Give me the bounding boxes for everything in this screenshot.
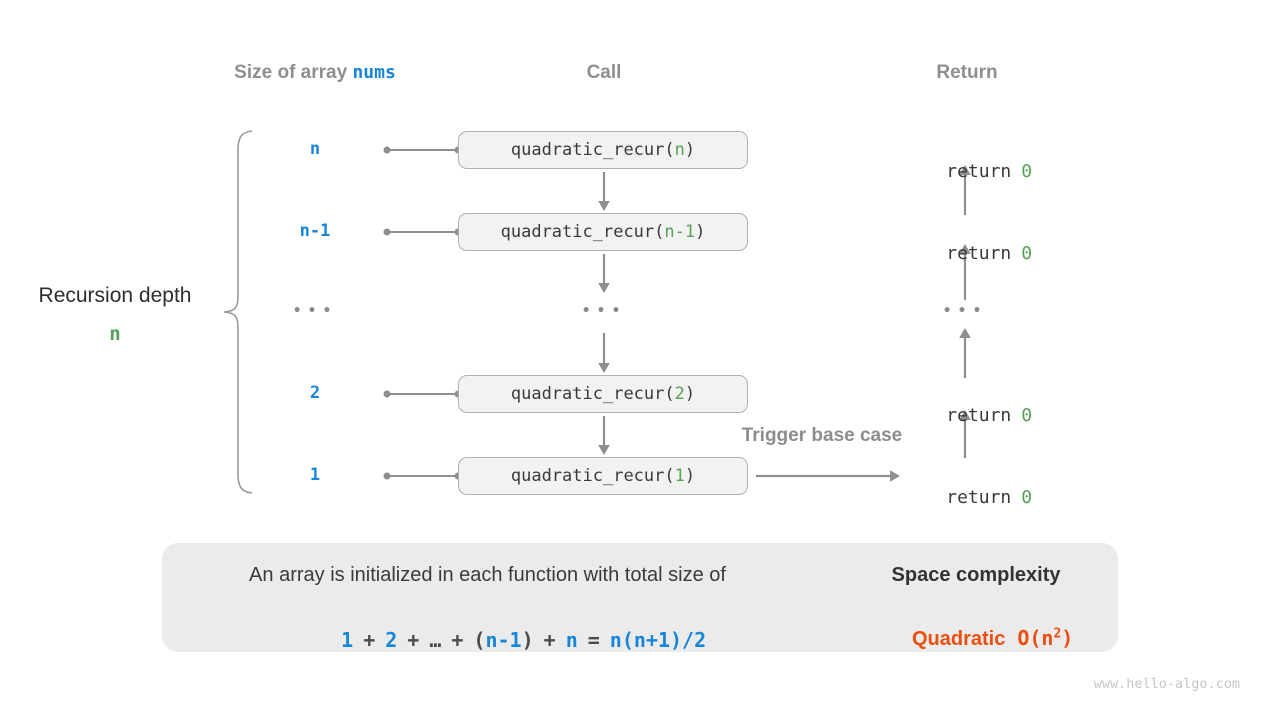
return-keyword: return — [946, 161, 1012, 182]
call-down-arrow-1 — [598, 172, 610, 211]
formula-ellipsis: … — [429, 628, 442, 652]
return-up-arrow-3 — [959, 328, 971, 378]
formula-term: n — [565, 628, 578, 652]
return-statement: return 0 — [880, 140, 1055, 203]
trigger-base-case-label: Trigger base case — [741, 425, 903, 446]
call-down-arrow-4 — [598, 416, 610, 455]
call-box-n-1: quadratic_recur(n-1) — [458, 213, 748, 251]
call-fn-suffix: ) — [684, 140, 696, 160]
call-fn-prefix: quadratic_recur( — [510, 466, 675, 486]
size-label-2: 2 — [309, 383, 321, 403]
space-complexity-value: Quadratic O(n2) — [856, 603, 1096, 674]
connector-row-n-1 — [383, 228, 462, 236]
return-value: 0 — [1021, 487, 1033, 508]
connector-row-1 — [383, 472, 462, 480]
return-statement: return 0 — [880, 384, 1055, 447]
big-o-notation: O(n2) — [1017, 626, 1074, 650]
summary-description: An array is initialized in each function… — [249, 564, 726, 586]
call-fn-suffix: ) — [695, 222, 706, 242]
size-label-1: 1 — [309, 465, 321, 485]
return-value: 0 — [1021, 243, 1033, 264]
base-case-arrow — [756, 470, 900, 482]
return-value: 0 — [1021, 405, 1033, 426]
recursion-depth-label: Recursion depth — [38, 284, 192, 307]
header-call: Call — [586, 62, 622, 83]
call-down-arrow-2 — [598, 254, 610, 293]
formula-equals: = — [587, 628, 600, 652]
return-statement: return 0 — [880, 222, 1055, 285]
return-keyword: return — [946, 487, 1012, 508]
call-arg: n-1 — [664, 222, 696, 242]
call-arg: n — [674, 140, 685, 160]
size-label-n-1: n-1 — [299, 221, 331, 241]
call-fn-prefix: quadratic_recur( — [500, 222, 665, 242]
formula-operator: + — [451, 628, 464, 652]
formula-paren: ) — [521, 628, 534, 652]
summary-panel: An array is initialized in each function… — [162, 543, 1118, 652]
complexity-name: Quadratic — [911, 628, 1006, 650]
formula-paren: ( — [473, 628, 486, 652]
big-o-exponent: 2 — [1053, 626, 1062, 642]
formula-operator: + — [363, 628, 376, 652]
call-box-1: quadratic_recur(1) — [458, 457, 748, 495]
return-ellipsis: ••• — [942, 303, 988, 319]
header-nums-code: nums — [352, 62, 396, 83]
call-down-arrow-3 — [598, 333, 610, 373]
call-fn-suffix: ) — [684, 384, 696, 404]
return-value: 0 — [1021, 161, 1033, 182]
return-keyword: return — [946, 243, 1012, 264]
summary-formula: 1 +2 + … + (n-1) + n = n(n+1)/2 — [175, 604, 800, 676]
call-fn-suffix: ) — [684, 466, 696, 486]
formula-result: n(n+1)/2 — [609, 628, 707, 652]
call-arg: 2 — [674, 384, 685, 404]
size-label-n: n — [309, 139, 321, 159]
call-box-2: quadratic_recur(2) — [458, 375, 748, 413]
call-ellipsis: ••• — [581, 303, 627, 319]
recursion-depth-value: n — [109, 323, 121, 345]
connector-row-n — [383, 146, 462, 154]
formula-operator: + — [407, 628, 420, 652]
size-ellipsis: ••• — [292, 303, 338, 319]
formula-term: n-1 — [485, 628, 522, 652]
formula-operator: + — [543, 628, 556, 652]
call-box-n: quadratic_recur(n) — [458, 131, 748, 169]
call-arg: 1 — [674, 466, 685, 486]
return-keyword: return — [946, 405, 1012, 426]
formula-term: 2 — [385, 628, 398, 652]
website-watermark: www.hello-algo.com — [1093, 676, 1240, 692]
header-size-of-array-label: Size of array — [234, 62, 348, 83]
connector-row-2 — [383, 390, 462, 398]
call-fn-prefix: quadratic_recur( — [510, 140, 675, 160]
formula-term: 1 — [341, 628, 354, 652]
header-return: Return — [936, 62, 998, 83]
call-fn-prefix: quadratic_recur( — [510, 384, 675, 404]
return-statement: return 0 — [880, 466, 1055, 529]
header-size-of-array: Size of array nums — [165, 62, 465, 84]
space-complexity-title: Space complexity — [891, 564, 1061, 586]
